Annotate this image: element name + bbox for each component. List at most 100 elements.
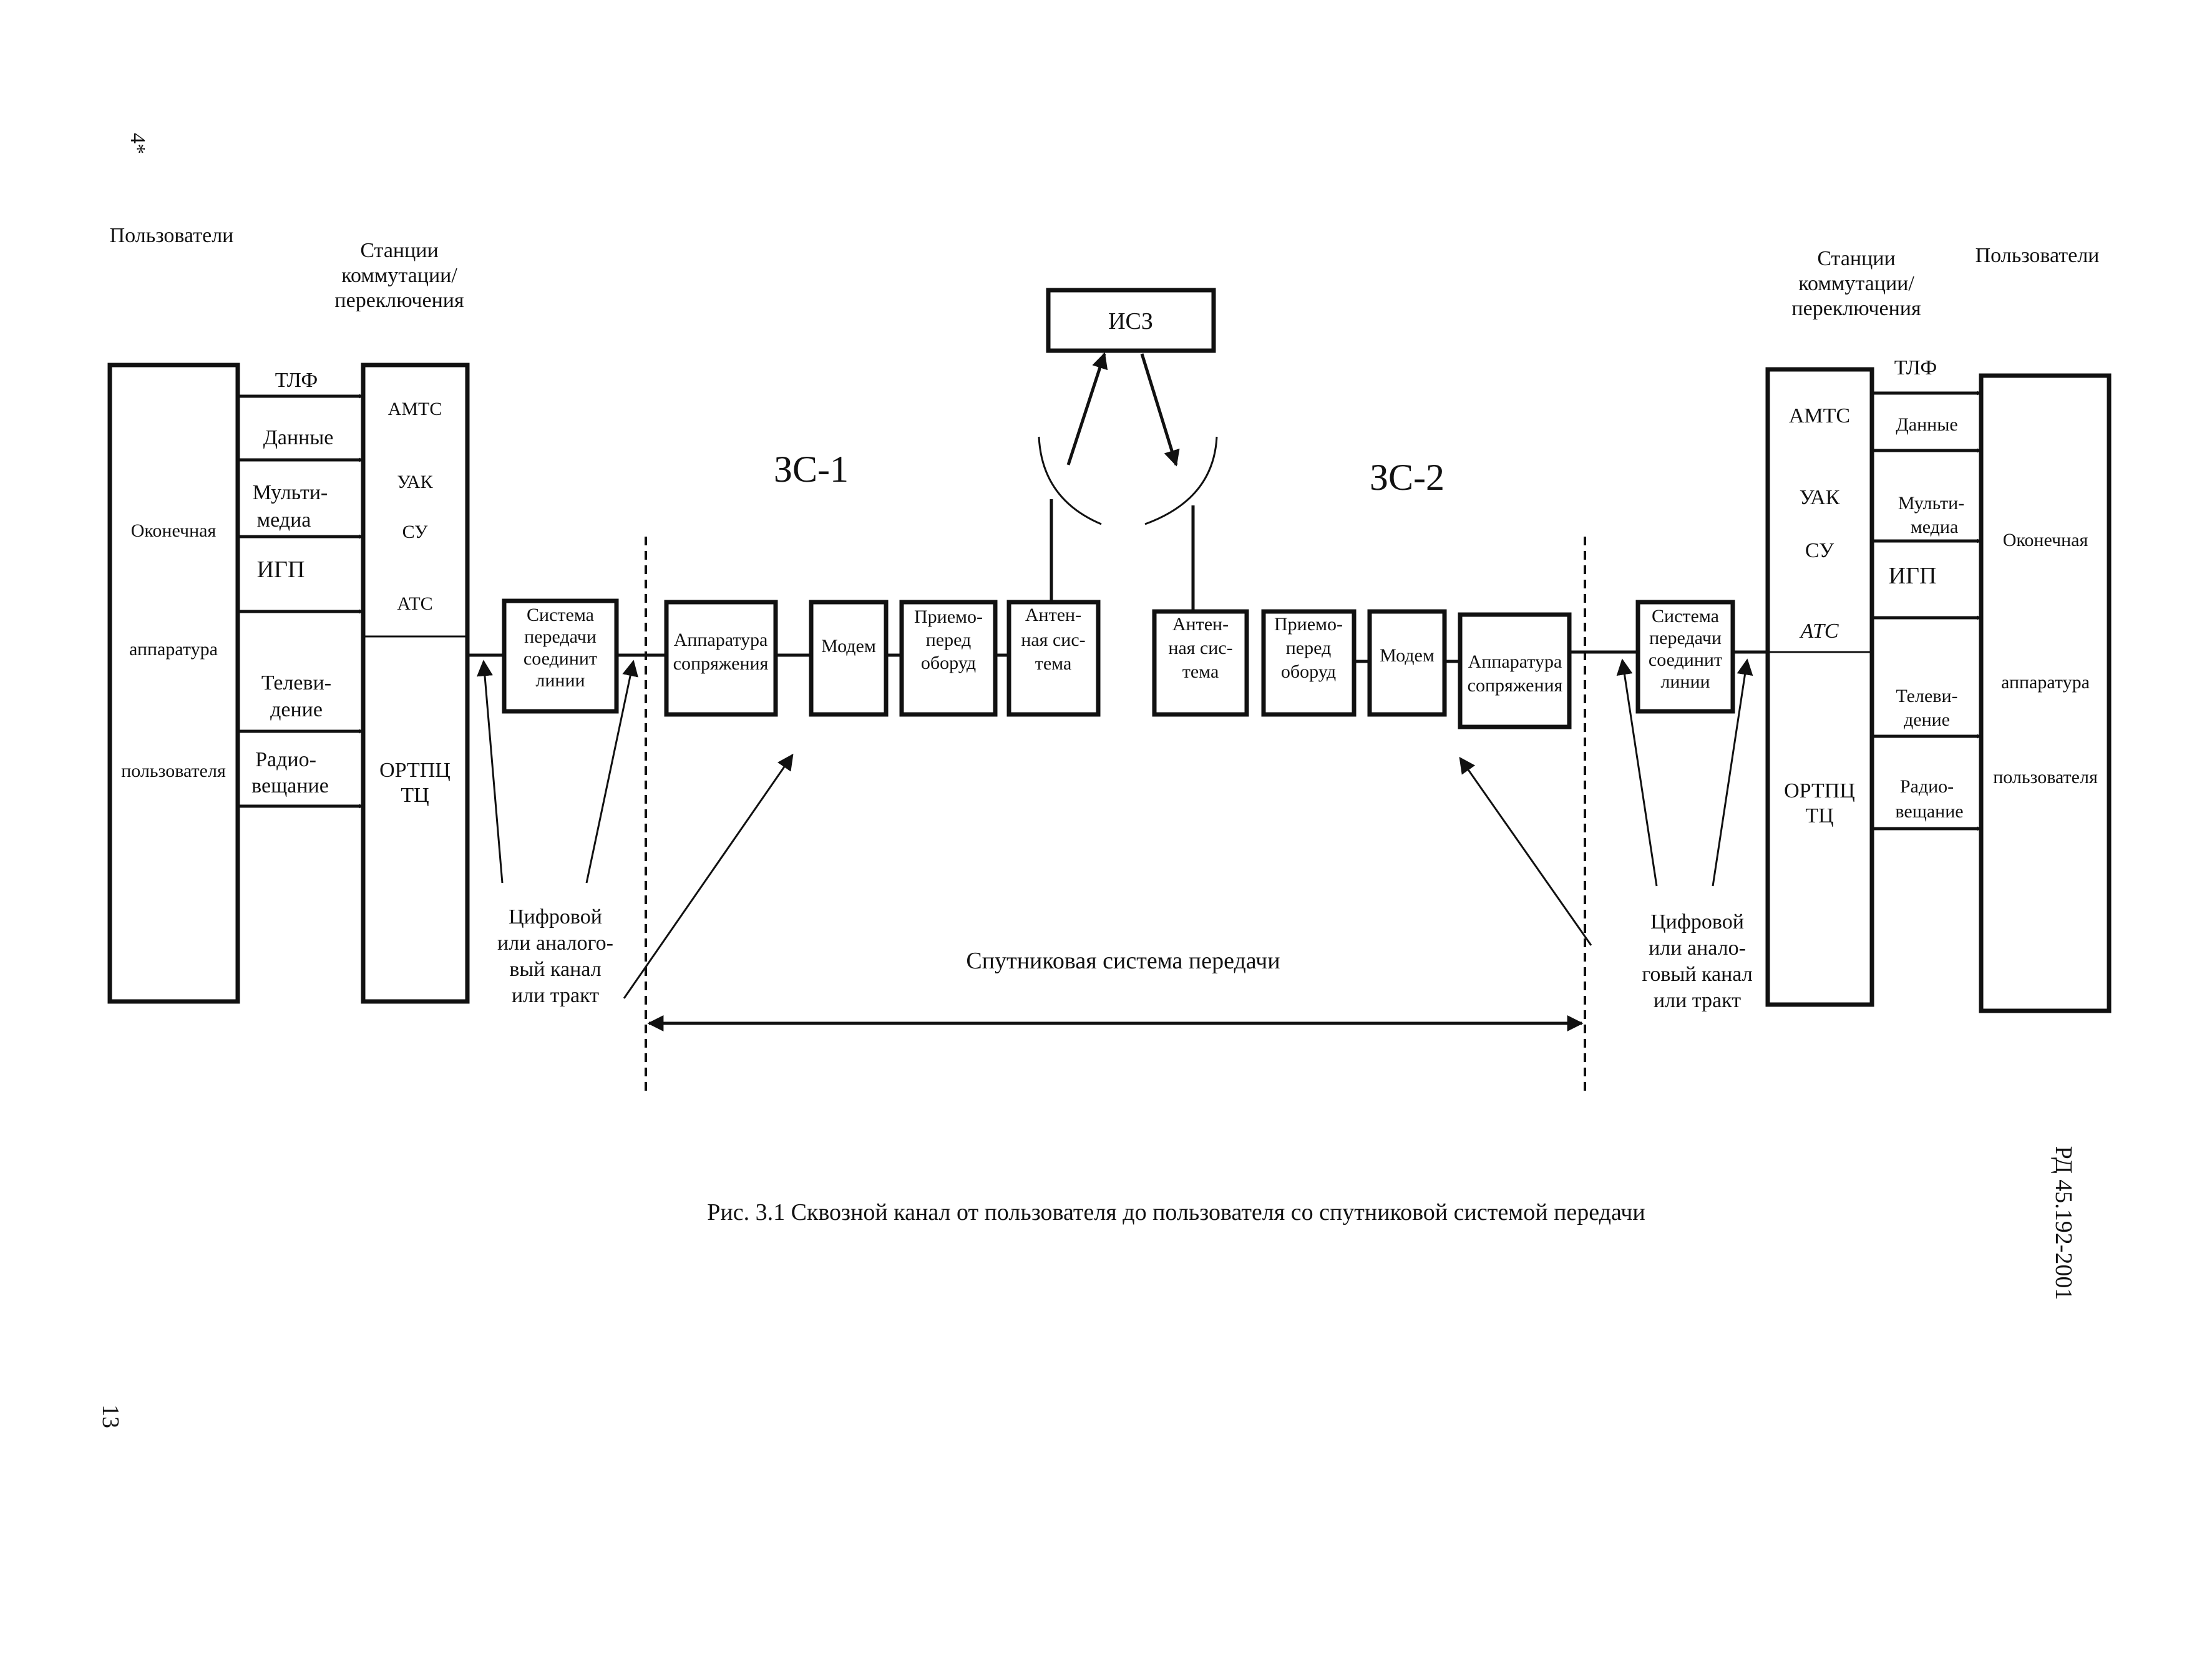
left-channel-note-3: вый канал: [509, 958, 601, 981]
right-stations-heading-1: Станции: [1817, 247, 1895, 270]
left-station-box: [361, 363, 470, 1004]
es2-interface-label-2: сопряжения: [1468, 675, 1563, 696]
document-id: РД 45.192-2001: [2050, 1146, 2077, 1300]
right-terminal-label-3: пользователя: [1993, 767, 2098, 787]
top-mark: 4*: [126, 133, 149, 154]
right-station-uak: УАК: [1800, 486, 1840, 509]
right-channel-note-3: говый канал: [1642, 963, 1752, 986]
es2-transceiver-label-1: Приемо-: [1274, 614, 1343, 635]
es1-antenna-label-2: ная сис-: [1021, 630, 1085, 650]
es2-antenna-label-1: Антен-: [1172, 614, 1229, 635]
left-channel-note-2: или аналого-: [497, 932, 613, 955]
left-service-data: Данные: [263, 426, 334, 449]
right-service-radio-1: Радио-: [1900, 776, 1954, 797]
es2-antenna-label-2: ная сис-: [1168, 638, 1232, 658]
satellite-beam-right-arc: [1144, 436, 1218, 525]
left-service-tv-1: Телеви-: [261, 671, 331, 694]
left-service-tlf: ТЛФ: [275, 369, 318, 392]
left-stations-heading-1: Станции: [360, 239, 438, 262]
left-terminal-label-1: Оконечная: [131, 520, 217, 541]
page-number: 13: [97, 1405, 124, 1428]
es1-transceiver-label-1: Приемо-: [914, 607, 983, 627]
right-stations-heading-3: переключения: [1791, 297, 1921, 320]
right-station-ats: АТС: [1799, 620, 1838, 643]
es1-transceiver-box: [899, 600, 998, 717]
left-note-arrow-2: [585, 660, 638, 884]
left-channel-note-1: Цифровой: [509, 905, 602, 928]
es1-antenna-box: [1006, 600, 1101, 717]
es2-interface-box: [1458, 612, 1572, 729]
left-terminal-box: [107, 363, 240, 1004]
right-station-su: СУ: [1805, 539, 1834, 562]
satellite-label: ИСЗ: [1108, 308, 1153, 334]
right-channel-note-4: или тракт: [1654, 989, 1741, 1012]
left-service-igp: ИГП: [257, 557, 305, 583]
left-stations-heading-2: коммутации/: [341, 264, 457, 287]
left-transmission-label-1: Система: [527, 605, 594, 625]
es1-antenna-label-3: тема: [1035, 653, 1072, 674]
es1-transceiver-label-3: оборуд: [921, 653, 976, 673]
right-note-arrow-2: [1712, 658, 1753, 887]
es2-label: ЗС-2: [1370, 457, 1445, 498]
right-service-tv-2: дение: [1904, 709, 1950, 730]
right-channel-note-2: или анало-: [1649, 937, 1746, 960]
es2-modem-label: Модем: [1380, 645, 1435, 666]
left-station-ats: АТС: [397, 593, 432, 614]
left-station-amts: АМТС: [388, 399, 442, 419]
left-transmission-label-2: передачи: [524, 626, 597, 647]
left-service-tv-2: дение: [270, 698, 323, 721]
right-service-igp: ИГП: [1889, 563, 1937, 589]
satellite-box: [1046, 288, 1216, 353]
es2-pointer-arrow: [1459, 756, 1592, 946]
es2-transceiver-label-3: оборуд: [1281, 661, 1336, 682]
es2-antenna-box: [1152, 609, 1249, 717]
right-service-multimedia-2: медиа: [1911, 517, 1959, 537]
right-terminal-box: [1979, 373, 2112, 1013]
right-transmission-label-4: линии: [1660, 671, 1710, 692]
right-service-data: Данные: [1896, 414, 1957, 435]
es1-interface-label-1: Аппаратура: [674, 630, 768, 650]
downlink-arrow: [1140, 353, 1180, 467]
right-station-ortpc: ОРТПЦ: [1784, 779, 1855, 802]
right-station-tc: ТЦ: [1805, 804, 1833, 827]
left-service-radio-1: Радио-: [255, 748, 316, 771]
left-terminal-label-3: пользователя: [121, 761, 226, 781]
right-service-tv-1: Телеви-: [1896, 686, 1958, 706]
left-transmission-label-4: линии: [535, 670, 585, 691]
right-station-box: [1765, 367, 1874, 1007]
left-service-multimedia-2: медиа: [257, 509, 311, 532]
right-transmission-label-2: передачи: [1649, 628, 1722, 648]
right-terminal-label-1: Оконечная: [2003, 530, 2088, 550]
left-station-ortpc: ОРТПЦ: [379, 759, 451, 782]
uplink-arrow: [1066, 352, 1108, 465]
left-station-uak: УАК: [397, 472, 433, 492]
right-terminal-label-2: аппаратура: [2001, 672, 2090, 693]
right-users-heading: Пользователи: [1976, 244, 2100, 267]
satellite-beam-left-arc: [1038, 436, 1102, 525]
es1-transceiver-label-2: перед: [926, 630, 972, 650]
satellite-system-label: Спутниковая система передачи: [966, 948, 1280, 974]
figure-caption: Рис. 3.1 Сквозной канал от пользователя …: [707, 1199, 1645, 1225]
right-service-tlf: ТЛФ: [1894, 356, 1937, 379]
es2-antenna-label-3: тема: [1182, 661, 1219, 682]
es1-pointer-arrow: [623, 753, 794, 999]
es2-transceiver-label-2: перед: [1286, 638, 1332, 658]
left-stations-heading-3: переключения: [334, 289, 464, 312]
left-channel-note-4: или тракт: [512, 984, 599, 1007]
es1-interface-label-2: сопряжения: [673, 653, 769, 674]
right-channel-note-1: Цифровой: [1650, 910, 1744, 933]
left-service-radio-2: вещание: [251, 774, 329, 797]
es1-label: ЗС-1: [774, 449, 849, 490]
right-station-amts: АМТС: [1789, 404, 1850, 427]
es1-modem-box: [809, 600, 889, 717]
right-note-arrow-1: [1616, 658, 1658, 887]
right-transmission-label-1: Система: [1652, 606, 1719, 626]
right-service-multimedia-1: Мульти-: [1898, 493, 1964, 514]
es1-modem-label: Модем: [821, 636, 876, 656]
right-transmission-box: [1635, 600, 1735, 714]
left-users-heading: Пользователи: [110, 224, 234, 247]
right-stations-heading-2: коммутации/: [1798, 272, 1914, 295]
left-note-arrow-1: [477, 660, 504, 884]
left-station-tc: ТЦ: [401, 784, 429, 807]
